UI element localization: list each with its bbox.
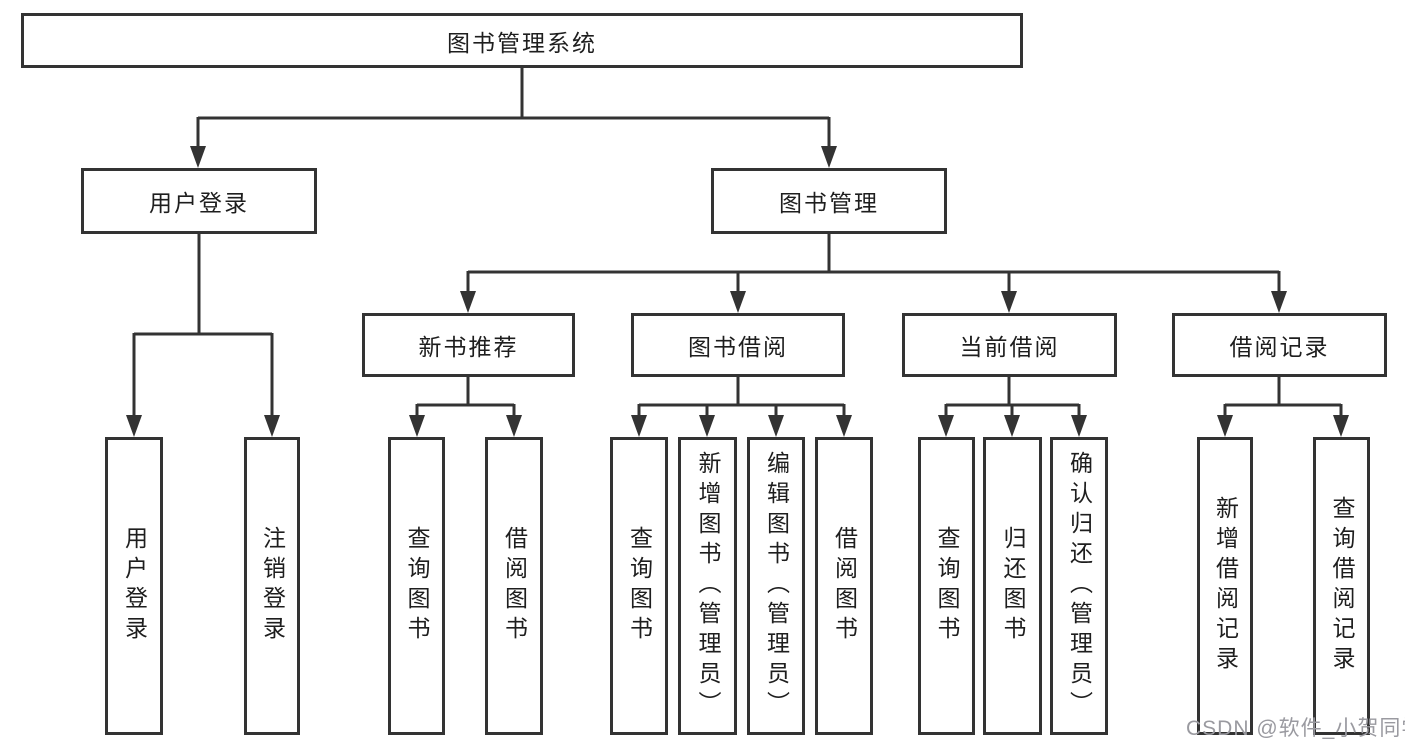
- node-new-book-recommend: 新书推荐: [362, 313, 575, 377]
- leaf-confirm-return-admin-label: 确认归还（管理员）: [1066, 451, 1093, 721]
- node-book-borrow-label: 图书借阅: [688, 334, 788, 360]
- node-book-borrow: 图书借阅: [631, 313, 845, 377]
- leaf-query-books-borrow-label: 查询图书: [626, 526, 653, 646]
- leaf-add-books-admin: 新增图书（管理员）: [678, 437, 737, 735]
- leaf-edit-books-admin: 编辑图书（管理员）: [747, 437, 805, 735]
- node-current-borrow: 当前借阅: [902, 313, 1117, 377]
- leaf-logout-label: 注销登录: [259, 526, 286, 646]
- watermark-text: CSDN @软件_小贺同学: [1186, 717, 1405, 740]
- node-new-book-recommend-label: 新书推荐: [418, 334, 519, 360]
- node-root-system: 图书管理系统: [21, 13, 1023, 68]
- leaf-borrow-books-label: 借阅图书: [831, 526, 858, 646]
- node-book-management: 图书管理: [711, 168, 947, 234]
- leaf-add-books-admin-label: 新增图书（管理员）: [695, 451, 721, 721]
- node-current-borrow-label: 当前借阅: [959, 334, 1060, 360]
- leaf-query-books-recommend-label: 查询图书: [404, 526, 430, 646]
- leaf-query-books-current: 查询图书: [918, 437, 975, 735]
- leaf-user-login: 用户登录: [105, 437, 163, 735]
- node-user-login-label: 用户登录: [149, 190, 249, 216]
- leaf-add-borrow-record-label: 新增借阅记录: [1212, 496, 1239, 676]
- leaf-logout: 注销登录: [244, 437, 300, 735]
- leaf-return-books: 归还图书: [983, 437, 1042, 735]
- leaf-confirm-return-admin: 确认归还（管理员）: [1050, 437, 1108, 735]
- leaf-query-borrow-record-label: 查询借阅记录: [1329, 496, 1355, 676]
- node-user-login: 用户登录: [81, 168, 317, 234]
- leaf-query-books-current-label: 查询图书: [934, 526, 960, 646]
- leaf-return-books-label: 归还图书: [1000, 526, 1026, 646]
- node-book-management-label: 图书管理: [779, 190, 879, 216]
- leaf-query-books-recommend: 查询图书: [388, 437, 445, 735]
- leaf-edit-books-admin-label: 编辑图书（管理员）: [763, 451, 790, 721]
- leaf-query-borrow-record: 查询借阅记录: [1313, 437, 1370, 735]
- leaf-user-login-label: 用户登录: [121, 526, 148, 646]
- node-borrow-records-label: 借阅记录: [1229, 334, 1330, 360]
- leaf-add-borrow-record: 新增借阅记录: [1197, 437, 1253, 735]
- node-borrow-records: 借阅记录: [1172, 313, 1387, 377]
- leaf-borrow-books-recommend-label: 借阅图书: [501, 526, 528, 646]
- leaf-query-books-borrow: 查询图书: [610, 437, 668, 735]
- leaf-borrow-books-recommend: 借阅图书: [485, 437, 543, 735]
- node-root-label: 图书管理系统: [447, 29, 597, 56]
- leaf-borrow-books: 借阅图书: [815, 437, 873, 735]
